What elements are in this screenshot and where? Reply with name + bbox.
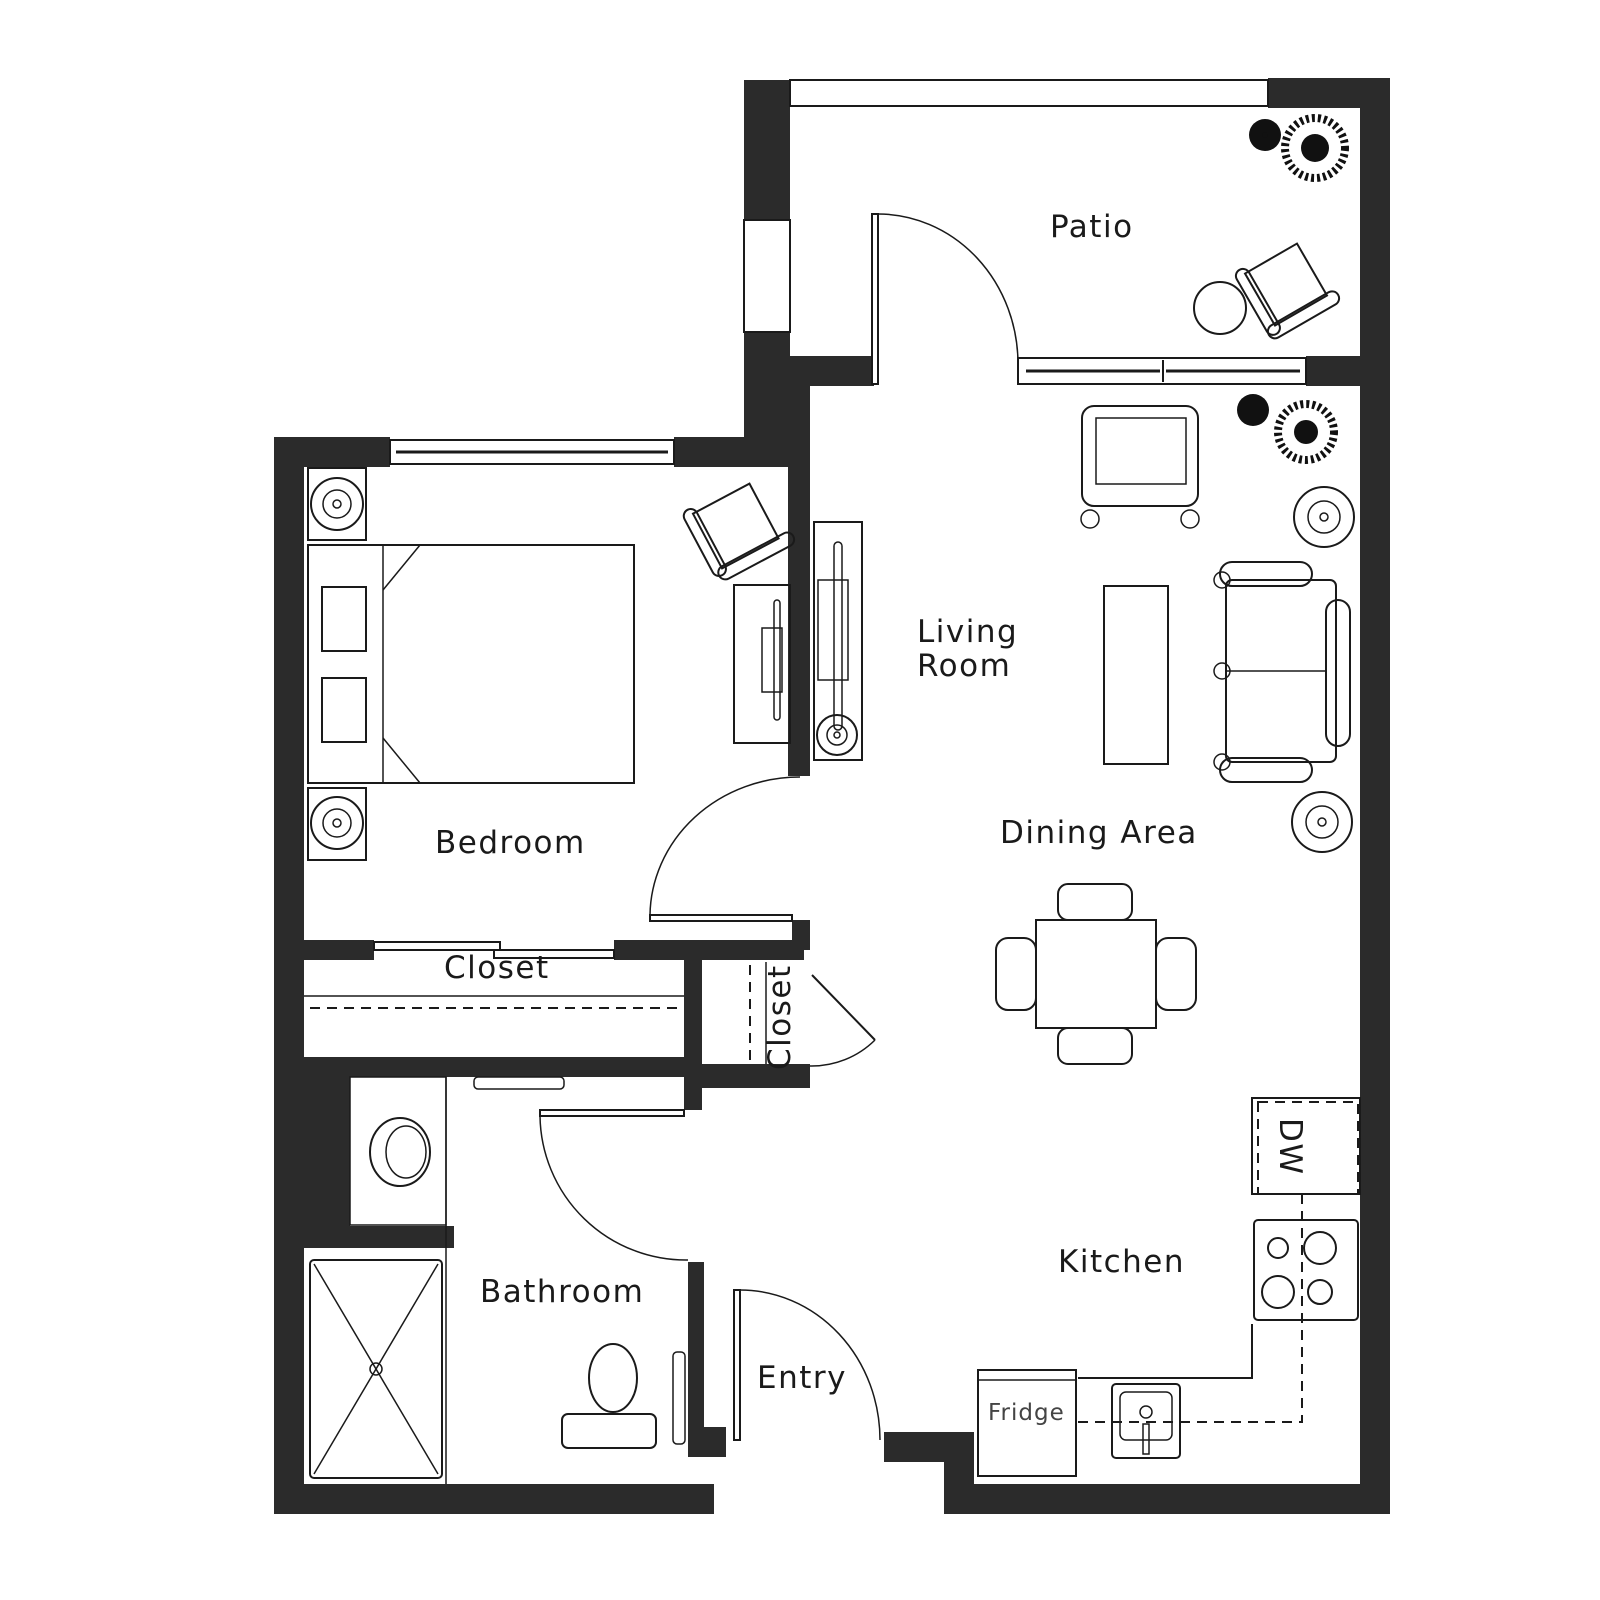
bedroom-armchair xyxy=(682,482,796,581)
plant-icon xyxy=(1249,119,1281,151)
burner-icon xyxy=(1261,1231,1337,1309)
pillow xyxy=(321,677,367,743)
label-dishwasher: DW xyxy=(1272,1118,1308,1176)
label-small-closet: Closet xyxy=(762,964,798,1070)
living-furniture xyxy=(813,394,1355,1065)
bath-shower-wall-top xyxy=(304,1226,454,1248)
plant-icon xyxy=(1281,114,1349,182)
closet-wall-top-right xyxy=(614,940,804,960)
lamp-icon xyxy=(1293,486,1355,548)
label-entry: Entry xyxy=(757,1360,847,1396)
bedroom-wall-top-right xyxy=(674,437,810,467)
bedroom-door-leaf xyxy=(649,914,793,922)
kitchen-fixtures xyxy=(977,1097,1361,1477)
south-wall-right xyxy=(944,1484,1390,1514)
dining-table-set xyxy=(995,883,1197,1065)
dining-table xyxy=(1035,919,1157,1029)
patio-side-opening xyxy=(743,219,791,333)
entry-door-leaf xyxy=(733,1289,741,1441)
entry-jamb-left xyxy=(704,1427,726,1457)
closet-wall-top-left xyxy=(304,940,374,960)
closets xyxy=(304,962,767,1064)
bathroom-door-swing xyxy=(539,1115,689,1261)
small-closet-jamb-top xyxy=(792,920,810,950)
label-bathroom: Bathroom xyxy=(480,1274,644,1310)
bedroom-dresser xyxy=(733,584,791,744)
lamp-icon xyxy=(1291,791,1353,853)
fridge xyxy=(977,1369,1077,1477)
patio-top-opening xyxy=(789,79,1269,107)
bed xyxy=(307,544,635,784)
pillow xyxy=(321,586,367,652)
lamp-icon xyxy=(310,796,364,850)
toilet xyxy=(561,1343,657,1449)
dining-chair xyxy=(995,937,1037,1011)
bathroom-door-leaf xyxy=(539,1109,685,1117)
entry-jamb-right xyxy=(884,1432,944,1462)
small-closet-door-leaf xyxy=(811,974,876,1041)
stove xyxy=(1253,1219,1359,1321)
dining-chair xyxy=(1155,937,1197,1011)
tv-icon xyxy=(833,541,843,731)
label-closet: Closet xyxy=(444,950,550,986)
bathroom-fixtures xyxy=(309,1076,686,1484)
closet-slider-2 xyxy=(493,949,615,959)
entry-door-swing xyxy=(739,1289,881,1441)
room-labels: Patio Living Room Bedroom Dining Area Cl… xyxy=(435,209,1308,1426)
small-closet-door-swing xyxy=(809,1039,876,1067)
grab-bar xyxy=(672,1351,686,1445)
kitchen-sink xyxy=(1111,1383,1181,1459)
east-wall xyxy=(1360,78,1390,1514)
living-armchair xyxy=(1080,405,1200,529)
patio-furniture xyxy=(1193,114,1349,340)
dining-chair xyxy=(1057,1027,1133,1065)
patio-living-wall-right xyxy=(1306,356,1376,386)
dining-chair xyxy=(1057,883,1133,921)
shower xyxy=(309,1259,443,1479)
nightstand-bottom xyxy=(307,787,367,861)
towel-bar xyxy=(473,1076,565,1090)
label-bedroom: Bedroom xyxy=(435,825,586,861)
tv-icon xyxy=(761,627,783,693)
closet-divider-wall xyxy=(684,960,702,1110)
patio-living-wall-left xyxy=(790,356,874,386)
plant-icon xyxy=(1237,394,1338,464)
lamp-icon xyxy=(310,477,364,531)
patio-wall-left-upper xyxy=(744,80,790,220)
small-closet-wall-bottom xyxy=(702,1064,810,1088)
bedroom-furniture xyxy=(307,467,796,861)
label-living-1: Living xyxy=(917,614,1018,650)
label-fridge: Fridge xyxy=(988,1400,1065,1426)
patio-door-swing xyxy=(877,213,1019,365)
coffee-table xyxy=(1103,585,1169,765)
nightstand-top xyxy=(307,467,367,541)
label-patio: Patio xyxy=(1050,209,1134,245)
bath-sink-wall xyxy=(304,1077,350,1247)
label-living-2: Room xyxy=(917,648,1011,684)
doors xyxy=(373,213,1019,1441)
bedroom-door-swing xyxy=(649,776,801,916)
counter-edge xyxy=(1078,1324,1253,1379)
label-kitchen: Kitchen xyxy=(1058,1244,1185,1280)
upper-cabinet-line xyxy=(1078,1194,1303,1423)
walls xyxy=(274,78,1390,1514)
lamp-icon xyxy=(816,714,858,756)
bedroom-living-wall xyxy=(788,386,810,776)
south-wall-left xyxy=(274,1484,714,1514)
bathroom-sink xyxy=(369,1117,431,1187)
tv-stand xyxy=(813,521,863,761)
shower-drain xyxy=(369,1362,383,1376)
patio-side-table xyxy=(1193,281,1247,335)
west-wall xyxy=(274,437,304,1514)
vanity xyxy=(349,1076,447,1226)
patio-door-leaf xyxy=(871,213,879,385)
closet-slider-1 xyxy=(373,941,501,951)
closet-wall-bottom xyxy=(304,1057,684,1077)
bath-wall-right xyxy=(688,1262,704,1457)
label-dining: Dining Area xyxy=(1000,815,1198,851)
windows xyxy=(389,79,1307,465)
patio-chair xyxy=(1234,242,1341,340)
patio-wall-left-lower xyxy=(744,332,790,442)
sofa xyxy=(1213,561,1351,783)
